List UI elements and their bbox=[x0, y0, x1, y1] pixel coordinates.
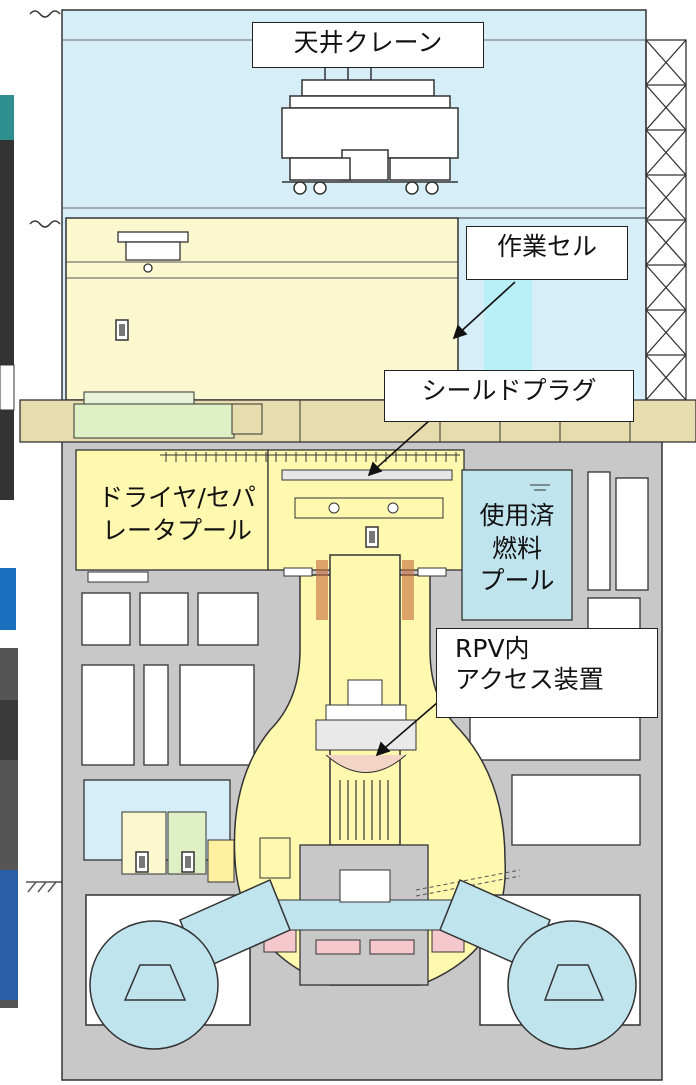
dryer-pool-line-2: レータプール bbox=[101, 515, 252, 545]
fuel-rods bbox=[339, 780, 389, 840]
plug-ticks bbox=[165, 452, 457, 462]
spent-fuel-line-1: 使用済 bbox=[479, 501, 555, 530]
cell-crane bbox=[117, 231, 189, 273]
spent-fuel-line-2: 燃料 bbox=[491, 533, 542, 563]
lattice-column bbox=[645, 39, 687, 401]
rpv-access-device-label: RPV内 アクセス装置 bbox=[436, 628, 658, 718]
left-edge-fragments bbox=[0, 95, 18, 1008]
suppression-chamber-right bbox=[439, 878, 641, 1050]
spent-fuel-line-3: プール bbox=[479, 566, 555, 595]
shield-plug-label: シールドプラグ bbox=[384, 370, 634, 422]
rpv-access-line-1: RPV内 bbox=[455, 634, 530, 663]
rpv-access-line-2: アクセス装置 bbox=[455, 665, 604, 695]
green-room bbox=[167, 811, 207, 875]
work-cell-label: 作業セル bbox=[466, 226, 628, 280]
break-marks bbox=[29, 10, 61, 228]
rpv-access-device bbox=[315, 679, 417, 773]
suppression-chamber-left bbox=[85, 878, 291, 1050]
dryer-separator-pool bbox=[75, 449, 269, 571]
dryer-pool-line-1: ドライヤ/セパ bbox=[98, 483, 256, 512]
crane-machine bbox=[281, 51, 459, 195]
overhead-crane-label: 天井クレーン bbox=[252, 22, 484, 68]
spent-fuel-pool bbox=[461, 469, 573, 621]
spent-fuel-pool-label: 使用済 燃料 プール bbox=[462, 500, 572, 598]
dryer-separator-pool-label: ドライヤ/セパ レータプール bbox=[84, 482, 270, 547]
